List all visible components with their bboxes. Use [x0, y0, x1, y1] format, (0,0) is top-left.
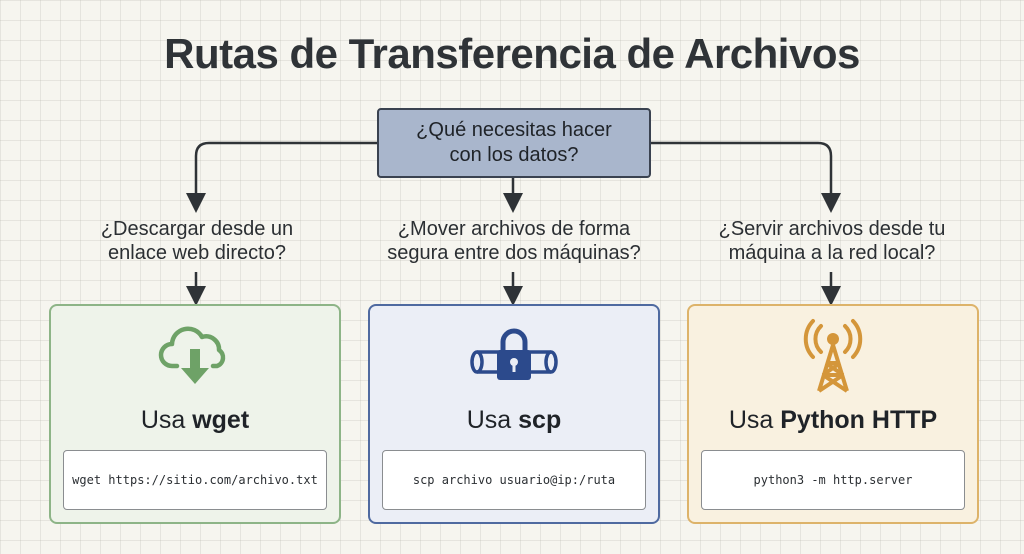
- command-snippet: wget https://sitio.com/archivo.txt: [63, 450, 327, 510]
- tool-label: Usa wget: [51, 406, 339, 435]
- broadcast-tower-icon: [788, 316, 878, 396]
- root-question-line-2: con los datos?: [449, 144, 579, 166]
- tool-label-prefix: Usa: [140, 406, 193, 434]
- tool-name: Python HTTP: [780, 406, 938, 434]
- question-line-2: segura entre dos máquinas?: [387, 242, 641, 264]
- cloud-download-icon: [150, 316, 240, 396]
- command-text: scp archivo usuario@ip:/ruta: [412, 473, 616, 487]
- tool-name: wget: [192, 406, 250, 434]
- question-line-1: ¿Mover archivos de forma: [397, 218, 631, 240]
- page-title: Rutas de Transferencia de Archivos: [164, 30, 860, 77]
- question-line-1: ¿Servir archivos desde tu: [718, 218, 946, 240]
- connector-root-left: [186, 141, 377, 213]
- tool-label: Usa Python HTTP: [689, 406, 977, 435]
- root-decision-node: ¿Qué necesitas hacer con los datos?: [377, 108, 651, 178]
- branch-question-serve: ¿Servir archivos desde tu máquina a la r…: [677, 217, 987, 265]
- question-line-2: enlace web directo?: [108, 242, 286, 264]
- command-snippet: scp archivo usuario@ip:/ruta: [382, 450, 646, 510]
- branch-question-download: ¿Descargar desde un enlace web directo?: [42, 217, 352, 265]
- tool-label: Usa scp: [370, 406, 658, 435]
- tool-name: scp: [518, 406, 562, 434]
- tool-label-prefix: Usa: [728, 406, 781, 434]
- branch-question-secure-copy: ¿Mover archivos de forma segura entre do…: [359, 217, 669, 265]
- question-line-2: máquina a la red local?: [728, 242, 936, 264]
- root-question-line-1: ¿Qué necesitas hacer: [416, 119, 612, 141]
- tool-card-scp: Usa scp scp archivo usuario@ip:/ruta: [368, 304, 660, 524]
- tool-card-python-http: Usa Python HTTP python3 -m http.server: [687, 304, 979, 524]
- question-line-1: ¿Descargar desde un: [100, 218, 294, 240]
- command-text: wget https://sitio.com/archivo.txt: [72, 473, 318, 487]
- command-text: python3 -m http.server: [753, 473, 913, 487]
- secure-pipe-lock-icon: [469, 316, 559, 396]
- tool-card-wget: Usa wget wget https://sitio.com/archivo.…: [49, 304, 341, 524]
- command-snippet: python3 -m http.server: [701, 450, 965, 510]
- connector-root-right: [651, 141, 841, 213]
- tool-label-prefix: Usa: [466, 406, 519, 434]
